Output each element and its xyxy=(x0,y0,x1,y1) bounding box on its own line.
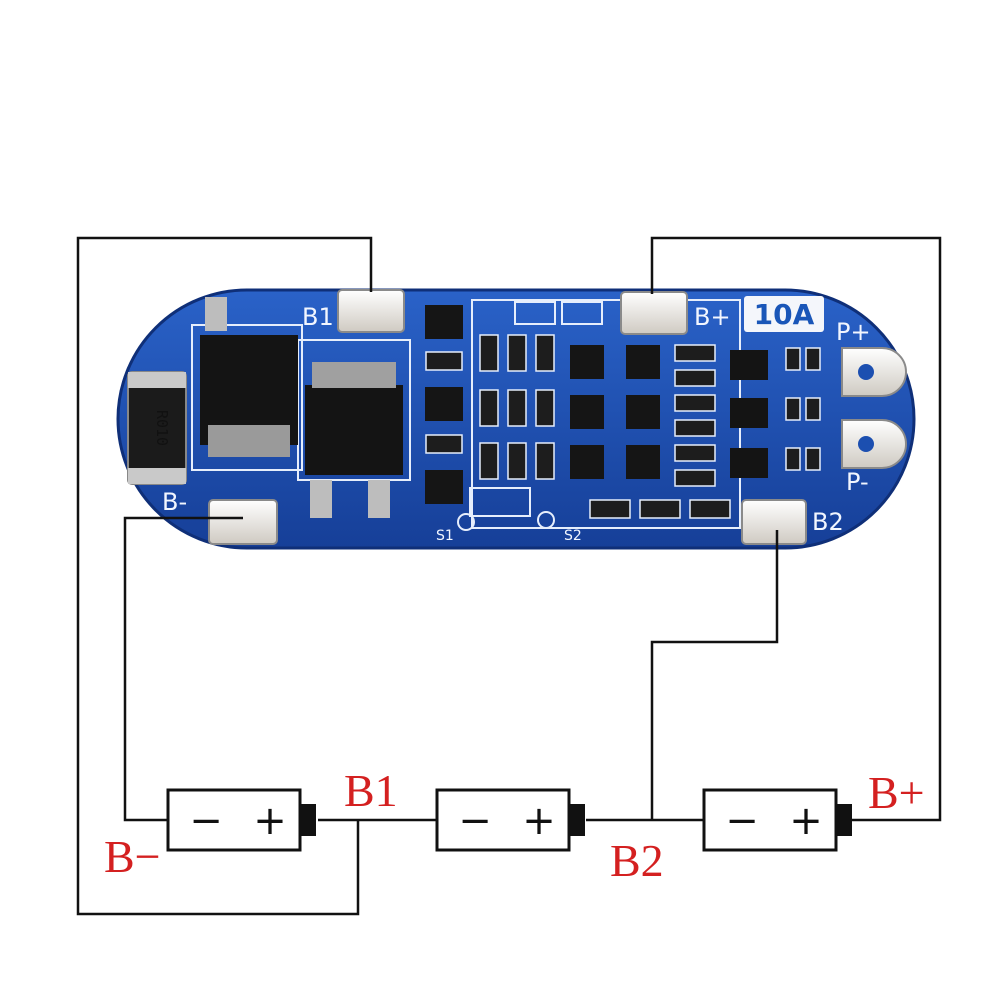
cell-1-plus: + xyxy=(253,798,287,844)
passive-components xyxy=(425,334,821,531)
label-b2: B2 xyxy=(610,835,664,886)
transistors-column xyxy=(425,305,463,504)
silk-bplus: B+ xyxy=(694,303,731,331)
cell-1-minus: − xyxy=(189,798,223,844)
shunt-resistor: R010 xyxy=(127,371,187,485)
wire-b1 xyxy=(76,236,373,916)
svg-text:10A: 10A xyxy=(754,298,815,331)
silk-s2: S2 xyxy=(564,528,582,544)
wire-bplus xyxy=(650,236,942,822)
silk-b2: B2 xyxy=(812,508,844,536)
silk-s1: S1 xyxy=(436,528,454,544)
resistor-code: R010 xyxy=(153,410,171,446)
pad-pplus xyxy=(841,347,907,397)
cell-2-plus: + xyxy=(522,798,556,844)
silk-pplus: P+ xyxy=(836,318,871,346)
label-b-plus: B+ xyxy=(868,767,925,818)
cell-3: − + xyxy=(702,788,852,852)
cell-3-minus: − xyxy=(725,798,759,844)
pad-pminus xyxy=(841,419,907,469)
wire-b2 xyxy=(650,530,779,820)
wire-bminus xyxy=(123,516,243,822)
current-rating-badge: 10A xyxy=(744,296,824,332)
pad-b2 xyxy=(741,499,807,545)
label-b-minus: B− xyxy=(104,831,161,882)
silk-bminus: B- xyxy=(162,488,187,516)
mosfet-left xyxy=(200,297,298,457)
cell-1: − + xyxy=(166,788,316,852)
mosfet-right xyxy=(305,362,403,518)
cell-3-plus: + xyxy=(789,798,823,844)
cell-2-minus: − xyxy=(458,798,492,844)
cell-2: − + xyxy=(435,788,585,852)
label-b1: B1 xyxy=(344,765,398,816)
pad-bminus xyxy=(208,499,278,545)
pad-b1 xyxy=(337,289,405,333)
silk-b1: B1 xyxy=(302,303,334,331)
silk-pminus: P- xyxy=(846,468,869,496)
wires xyxy=(76,236,942,916)
pcb-board: R010 xyxy=(116,288,916,550)
pad-bplus xyxy=(620,291,688,335)
